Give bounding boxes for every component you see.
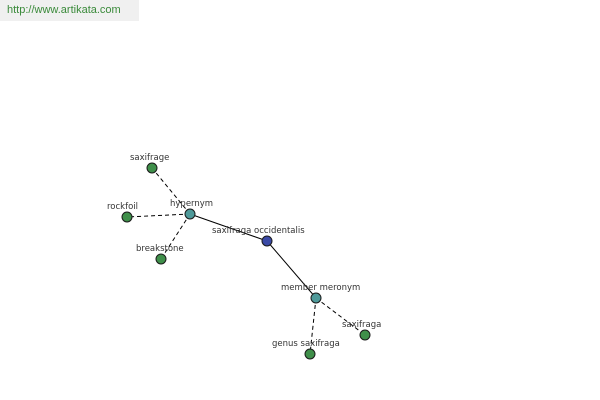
- node-saxifrage[interactable]: saxifrage: [130, 153, 169, 174]
- node-marker[interactable]: [146, 162, 158, 174]
- node-marker[interactable]: [310, 292, 322, 304]
- node-marker[interactable]: [184, 208, 196, 220]
- edge-member-meronym-to-saxifraga: [315, 297, 366, 336]
- edge-hypernym-to-breakstone: [160, 213, 191, 260]
- nodes-layer: saxifraga occidentalis hypernym member mer…: [107, 153, 381, 360]
- node-label[interactable]: genus saxifraga: [272, 339, 340, 349]
- edge-saxifraga-occidentalis-to-member-meronym: [266, 240, 317, 299]
- node-marker[interactable]: [121, 211, 133, 223]
- node-marker[interactable]: [261, 235, 273, 247]
- node-marker[interactable]: [155, 253, 167, 265]
- node-genus-saxifraga[interactable]: genus saxifraga: [272, 339, 340, 360]
- source-url-banner[interactable]: http://www.artikata.com: [0, 0, 139, 21]
- node-rockfoil[interactable]: rockfoil: [107, 202, 138, 223]
- source-url-link[interactable]: http://www.artikata.com: [7, 4, 121, 16]
- node-label[interactable]: member meronym: [281, 283, 360, 293]
- node-label[interactable]: saxifrage: [130, 153, 169, 163]
- edge-saxifraga-occidentalis-to-hypernym: [189, 213, 268, 242]
- node-saxifraga-occidentalis[interactable]: saxifraga occidentalis: [212, 226, 305, 247]
- node-saxifraga[interactable]: saxifraga: [342, 320, 381, 341]
- edge-member-meronym-to-genus-saxifraga: [309, 297, 317, 355]
- node-hypernym[interactable]: hypernym: [170, 199, 213, 220]
- edges-layer: [126, 167, 366, 355]
- node-marker[interactable]: [304, 348, 316, 360]
- node-marker[interactable]: [359, 329, 371, 341]
- node-member-meronym[interactable]: member meronym: [281, 283, 360, 304]
- node-label[interactable]: saxifraga: [342, 320, 381, 330]
- node-label[interactable]: hypernym: [170, 199, 213, 209]
- node-label[interactable]: rockfoil: [107, 202, 138, 212]
- edge-hypernym-to-rockfoil: [126, 213, 191, 218]
- edge-hypernym-to-saxifrage: [151, 167, 191, 215]
- node-label[interactable]: breakstone: [136, 244, 184, 254]
- node-label[interactable]: saxifraga occidentalis: [212, 226, 305, 236]
- node-breakstone[interactable]: breakstone: [136, 244, 184, 265]
